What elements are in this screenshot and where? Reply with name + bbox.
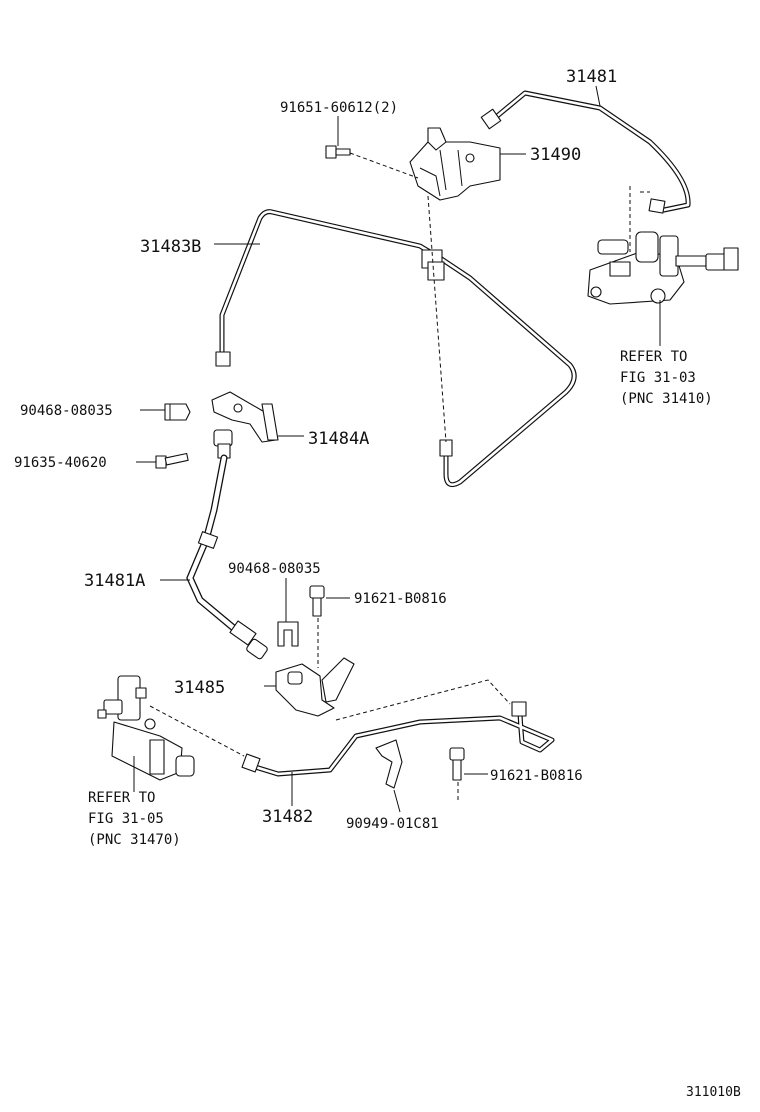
bolt-91621-upper[interactable]: [309, 585, 325, 617]
label-91621-upper: 91621-B0816: [354, 591, 447, 607]
label-31481: 31481: [566, 67, 617, 87]
clip-90468-upper[interactable]: [164, 403, 191, 421]
bolt-91635[interactable]: [155, 452, 189, 469]
clutch-release-cylinder-ref: [97, 675, 195, 781]
label-91651: 91651-60612(2): [280, 100, 398, 116]
label-91621-lower: 91621-B0816: [490, 768, 583, 784]
label-90949: 90949-01C81: [346, 816, 439, 832]
label-31484a: 31484A: [308, 429, 369, 449]
ref-master-line2: FIG 31-03: [620, 370, 696, 386]
label-31483b: 31483B: [140, 237, 201, 257]
label-31482: 31482: [262, 807, 313, 827]
alignment-lines: [149, 152, 650, 800]
ref-release-line3: (PNC 31470): [88, 832, 181, 848]
bracket-31490[interactable]: [409, 127, 501, 201]
figure-code: 311010B: [686, 1085, 741, 1100]
label-90468-lower: 90468-08035: [228, 561, 321, 577]
clutch-tube-31483b[interactable]: [215, 209, 577, 488]
clamp-tube[interactable]: [421, 249, 445, 281]
ref-release-line1: REFER TO: [88, 790, 155, 806]
label-31490: 31490: [530, 145, 581, 165]
clamp-90949[interactable]: [375, 739, 403, 789]
ref-master-line1: REFER TO: [620, 349, 687, 365]
clip-90468-lower[interactable]: [277, 621, 299, 647]
label-31481a: 31481A: [84, 571, 145, 591]
ref-master-line3: (PNC 31410): [620, 391, 713, 407]
bolt-91621-lower[interactable]: [449, 747, 465, 781]
clutch-master-cylinder-ref: [587, 231, 739, 305]
label-31485: 31485: [174, 678, 225, 698]
label-90468-upper: 90468-08035: [20, 403, 113, 419]
label-91635: 91635-40620: [14, 455, 107, 471]
clutch-tube-31482[interactable]: [241, 701, 555, 777]
bracket-31485[interactable]: [275, 657, 355, 717]
bracket-31484a[interactable]: [211, 391, 279, 443]
bolt-91651[interactable]: [325, 145, 351, 159]
flexible-hose-31481a[interactable]: [186, 429, 268, 660]
leader-lines: [133, 85, 661, 813]
ref-release-line2: FIG 31-05: [88, 811, 164, 827]
clutch-tube-31481[interactable]: [480, 90, 691, 214]
